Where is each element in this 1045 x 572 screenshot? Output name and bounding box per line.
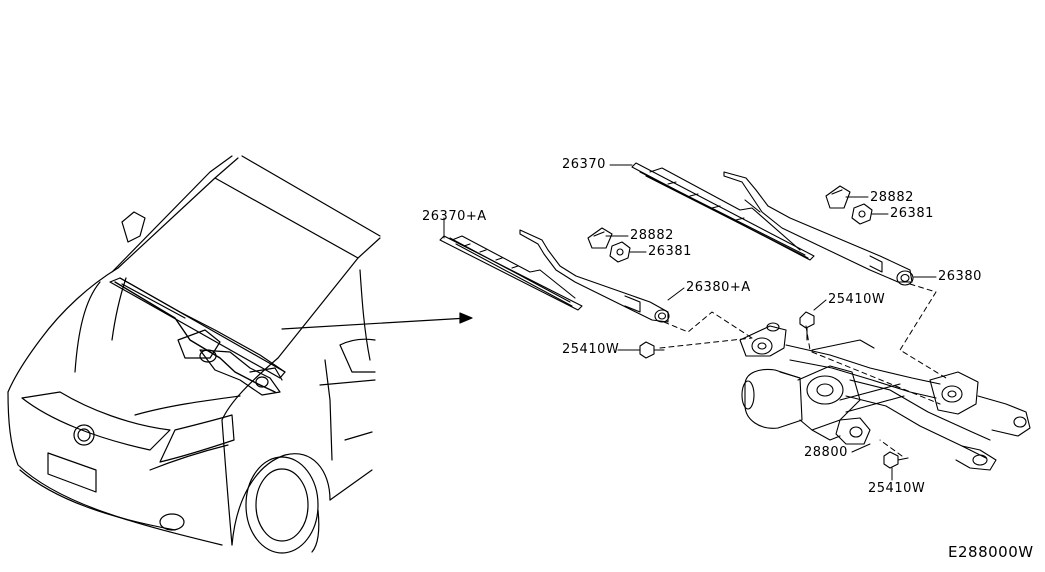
part-label-28800: 28800 (804, 445, 848, 460)
assembly-guide-lines (659, 283, 947, 457)
part-label-26370-plus-a: 26370+A (422, 209, 487, 224)
wiper-arm-rh (723, 171, 914, 286)
pivot-cap-lh (587, 227, 613, 249)
part-label-25410w-top: 25410W (828, 292, 886, 307)
part-label-26370: 26370 (562, 157, 606, 172)
bolt-bottom (883, 451, 909, 469)
fog-light-icon (159, 513, 185, 531)
wiper-blade-rh (631, 162, 815, 261)
license-plate (47, 452, 97, 493)
part-label-26381-rh: 26381 (890, 206, 934, 221)
side-mirror-icon (121, 211, 146, 243)
headlight-right-icon (159, 414, 235, 463)
headlight-left-icon (21, 391, 171, 451)
diagram-code: E288000W (948, 543, 1034, 561)
part-label-28882-rh: 28882 (870, 190, 914, 205)
part-label-26381-lh: 26381 (648, 244, 692, 259)
part-label-28882-lh: 28882 (630, 228, 674, 243)
logo-emblem-icon (73, 424, 95, 446)
pivot-nut-rh (851, 203, 873, 225)
car-outline (7, 155, 473, 554)
wiper-motor-linkage (739, 322, 1031, 471)
bolt-top (799, 311, 815, 341)
part-label-25410w-left: 25410W (562, 342, 620, 357)
wiper-arm-lh (519, 229, 670, 323)
pivot-cap-rh (825, 185, 851, 209)
pointer-arrowhead-icon (459, 312, 473, 324)
bolt-left (639, 341, 665, 359)
part-label-25410w-bottom: 25410W (868, 481, 926, 496)
wiper-blade-lh (439, 235, 583, 311)
part-label-26380: 26380 (938, 269, 982, 284)
part-label-26380-plus-a: 26380+A (686, 280, 751, 295)
front-wheel-icon (245, 456, 319, 554)
pivot-nut-lh (609, 241, 631, 263)
